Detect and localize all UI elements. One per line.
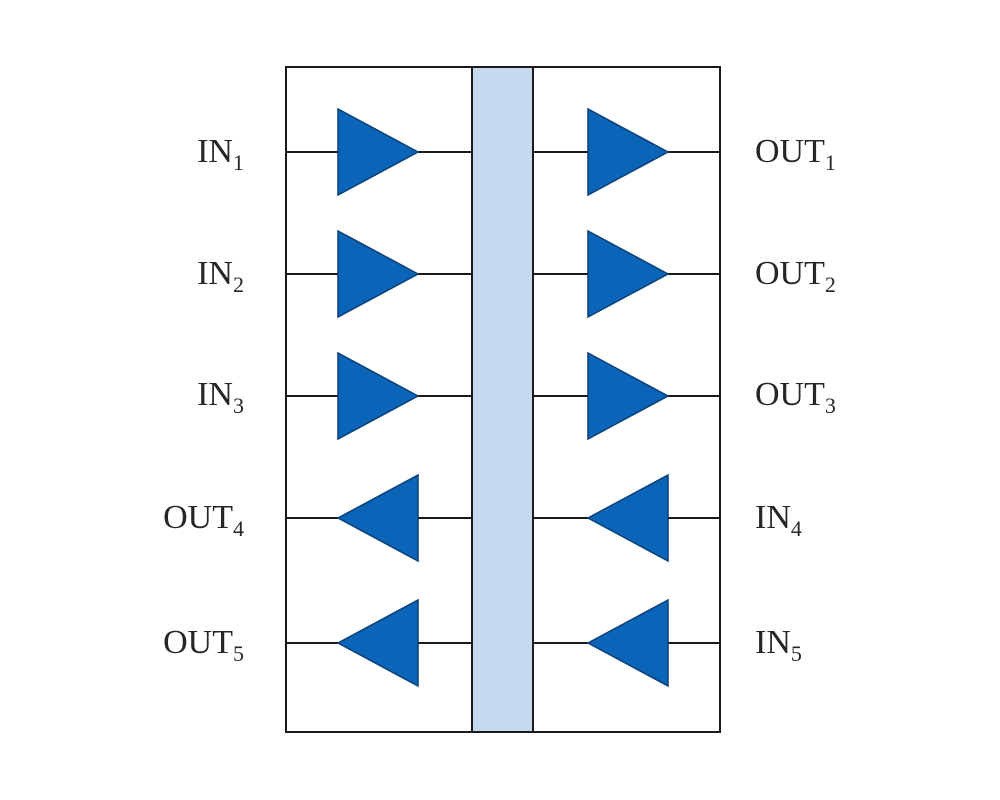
buffer-triangle-icon (336, 598, 419, 688)
right-pin-label-5: IN5 (755, 624, 802, 666)
center-bus-bar (471, 66, 534, 733)
buffer-triangle-icon (587, 229, 670, 319)
buffer-triangle-icon (587, 107, 670, 197)
channel-row (286, 229, 720, 319)
left-pin-label-5: OUT5 (163, 624, 244, 666)
channel-row (286, 598, 720, 688)
left-pin-label-2: IN2 (197, 255, 244, 297)
right-pin-label-2: OUT2 (755, 255, 836, 297)
buffer-triangle-icon (337, 107, 420, 197)
buffer-triangle-icon (587, 351, 670, 441)
left-pin-label-4: OUT4 (163, 499, 244, 541)
channel-row (286, 107, 720, 197)
buffer-triangle-icon (586, 473, 669, 563)
right-pin-label-1: OUT1 (755, 133, 836, 175)
right-pin-label-4: IN4 (755, 499, 802, 541)
buffer-triangle-icon (586, 598, 669, 688)
left-pin-label-1: IN1 (197, 133, 244, 175)
channel-row (286, 351, 720, 441)
buffer-triangle-icon (337, 351, 420, 441)
buffer-triangle-icon (337, 229, 420, 319)
left-pin-label-3: IN3 (197, 376, 244, 418)
right-pin-label-3: OUT3 (755, 376, 836, 418)
buffer-channels (286, 107, 720, 688)
channel-row (286, 473, 720, 563)
buffer-triangle-icon (336, 473, 419, 563)
